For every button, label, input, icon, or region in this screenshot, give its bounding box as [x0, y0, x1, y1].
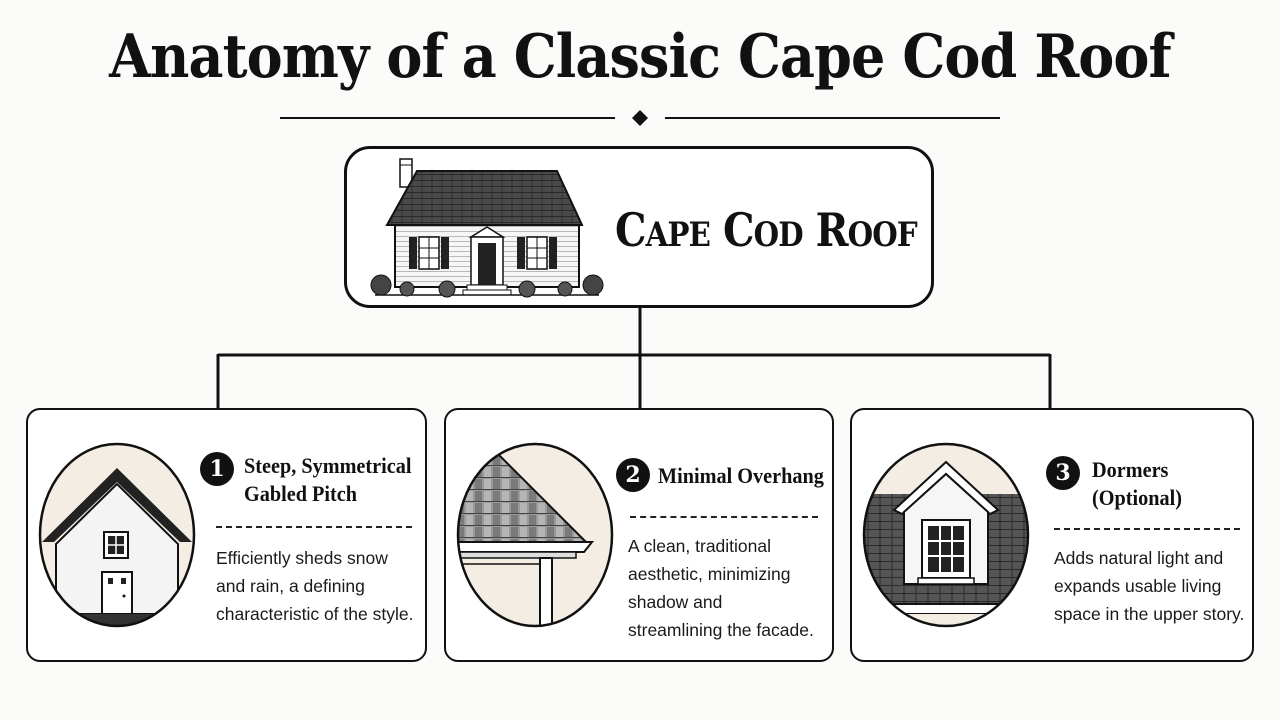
card-description: A clean, traditional aesthetic, minimizi…: [628, 536, 814, 640]
card-divider: [216, 526, 412, 528]
card-title: Dormers (Optional): [1092, 457, 1182, 510]
card-title: Minimal Overhang: [658, 463, 824, 488]
page-title: Anatomy of a Classic Cape Cod Roof: [109, 22, 1172, 92]
feature-card-minimal-overhang: 2 Minimal Overhang A clean, traditional …: [444, 408, 834, 662]
feature-card-dormers: 3 Dormers (Optional) Adds natural light …: [850, 408, 1254, 662]
dormer-window-icon: [862, 442, 1030, 628]
feature-card-steep-pitch: 1 Steep, Symmetrical Gabled Pitch Effici…: [26, 408, 427, 662]
card-number-badge: 3: [1046, 456, 1080, 490]
card-number-badge: 2: [616, 458, 650, 492]
card-divider: [1054, 528, 1240, 530]
main-node-box: CAPE COD ROOF: [344, 146, 934, 308]
cape-cod-house-icon: [370, 158, 604, 298]
main-node-label: CAPE COD ROOF: [615, 203, 918, 257]
title-divider: [280, 110, 1000, 126]
card-description: Adds natural light and expands usable li…: [1054, 548, 1245, 624]
card-title: Steep, Symmetrical Gabled Pitch: [244, 453, 412, 506]
card-description: Efficiently sheds snow and rain, a defin…: [216, 548, 414, 624]
card-number-badge: 1: [200, 452, 234, 486]
gable-house-icon: [38, 442, 196, 628]
card-divider: [630, 516, 818, 518]
roof-eave-icon: [456, 442, 614, 628]
